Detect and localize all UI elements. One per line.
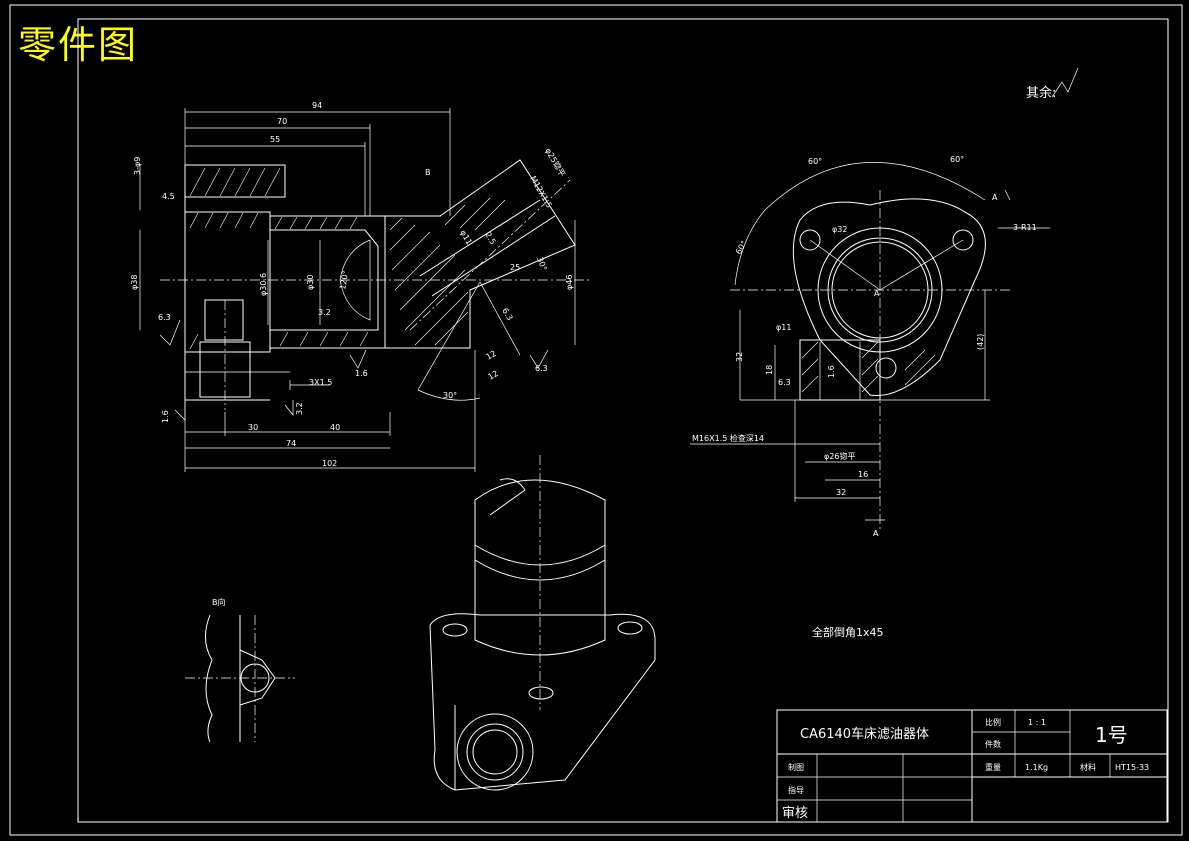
- dim-102: 102: [322, 459, 337, 468]
- side-thread-m16: M16X1.5 检查深14: [692, 433, 764, 443]
- rough-6-3-a: 6.3: [158, 313, 171, 322]
- dim-30: 30: [248, 423, 258, 432]
- dim-d30-6: φ30.6: [259, 273, 268, 296]
- drawing-number: 1号: [1095, 723, 1128, 747]
- dim-3x1-5: 3X1.5: [309, 378, 332, 387]
- rough-3-2: 3.2: [318, 308, 331, 317]
- dim-thread-m12: M12X1.5: [528, 175, 553, 210]
- side-rough-1-6: 1.6: [827, 365, 836, 378]
- dim-30deg-2: 30°: [443, 391, 457, 400]
- section-label-b: B: [425, 168, 431, 177]
- dim-120deg: 120°: [338, 270, 350, 291]
- rough-6-3-b: 6.3: [500, 307, 514, 323]
- side-32b: 32: [836, 488, 846, 497]
- rough-6-3-c: 6.3: [535, 364, 548, 373]
- weight-value: 1.1Kg: [1025, 763, 1048, 772]
- dim-70: 70: [277, 117, 287, 126]
- view-b-label: B向: [212, 597, 226, 607]
- scale-value: 1 : 1: [1028, 718, 1046, 727]
- dim-3-d9: 3-φ9: [133, 157, 142, 175]
- scale-label: 比例: [985, 717, 1001, 727]
- dim-4-5: 4.5: [162, 192, 175, 201]
- side-18: 18: [765, 365, 774, 375]
- dim-d30: φ30: [306, 275, 315, 290]
- dim-d38: φ38: [130, 275, 139, 290]
- outer-frame: [9, 4, 1183, 836]
- part-name: CA6140车床滤油器体: [800, 726, 929, 742]
- side-d26-spotface: φ26锪平: [824, 451, 855, 461]
- b-direction-view: B向: [185, 597, 295, 743]
- side-60deg-1: 60°: [808, 157, 822, 166]
- inner-frame: [77, 18, 1169, 823]
- side-60deg-2: 60°: [950, 155, 964, 164]
- dim-94: 94: [312, 101, 322, 110]
- dim-d46: φ46: [565, 275, 574, 290]
- weight-label: 重量: [985, 762, 1001, 772]
- title-block: CA6140车床滤油器体 比例 1 : 1 件数 1号 制图 重量 1.1Kg …: [776, 709, 1168, 823]
- count-label: 件数: [985, 739, 1001, 749]
- side-section-a-top: A: [992, 193, 998, 202]
- guide-label: 指导: [788, 785, 804, 795]
- rough-1-6-a: 1.6: [355, 369, 368, 378]
- dim-40: 40: [330, 423, 340, 432]
- roughness-note: 其余:: [1026, 85, 1056, 101]
- rough-3-2-b: 3.2: [295, 402, 304, 415]
- dim-55: 55: [270, 135, 280, 144]
- side-42: (42): [976, 334, 985, 350]
- dim-12-a: 12: [485, 349, 498, 362]
- side-d32: φ32: [832, 225, 847, 234]
- drawer-label: 制图: [788, 762, 804, 772]
- side-60deg-3: 60°: [734, 239, 749, 256]
- dim-12-b: 12: [487, 369, 500, 382]
- side-view: 60° 60° 60° φ32 3-R11 A A φ11 32 18 (42)…: [690, 155, 1050, 538]
- review-label: 审核: [782, 806, 808, 821]
- dim-d25-spotface: φ25锪平: [543, 146, 567, 178]
- side-16: 16: [858, 470, 868, 479]
- dim-2-5: 2.5: [483, 231, 497, 247]
- side-rough-6-3: 6.3: [778, 378, 791, 387]
- material-value: HT15-33: [1115, 763, 1149, 772]
- sheet-title: 零件图: [18, 23, 139, 67]
- dim-25: 25: [510, 263, 520, 272]
- side-section-a-bottom: A: [873, 529, 879, 538]
- front-section-view: 94 70 55 3-φ9 4.5 φ38 φ30.6 φ30 120° 6.3…: [130, 101, 590, 472]
- chamfer-note: 全部倒角1x45: [812, 625, 884, 639]
- isometric-view: [429, 455, 656, 791]
- side-d11: φ11: [776, 323, 791, 332]
- side-3-r11: 3-R11: [1013, 223, 1037, 232]
- dim-74: 74: [286, 439, 296, 448]
- material-label: 材料: [1080, 762, 1096, 772]
- dim-30deg: 30°: [535, 256, 548, 272]
- side-center-a: A: [874, 289, 880, 298]
- side-32: 32: [735, 352, 744, 362]
- rough-1-6-b: 1.6: [161, 410, 170, 423]
